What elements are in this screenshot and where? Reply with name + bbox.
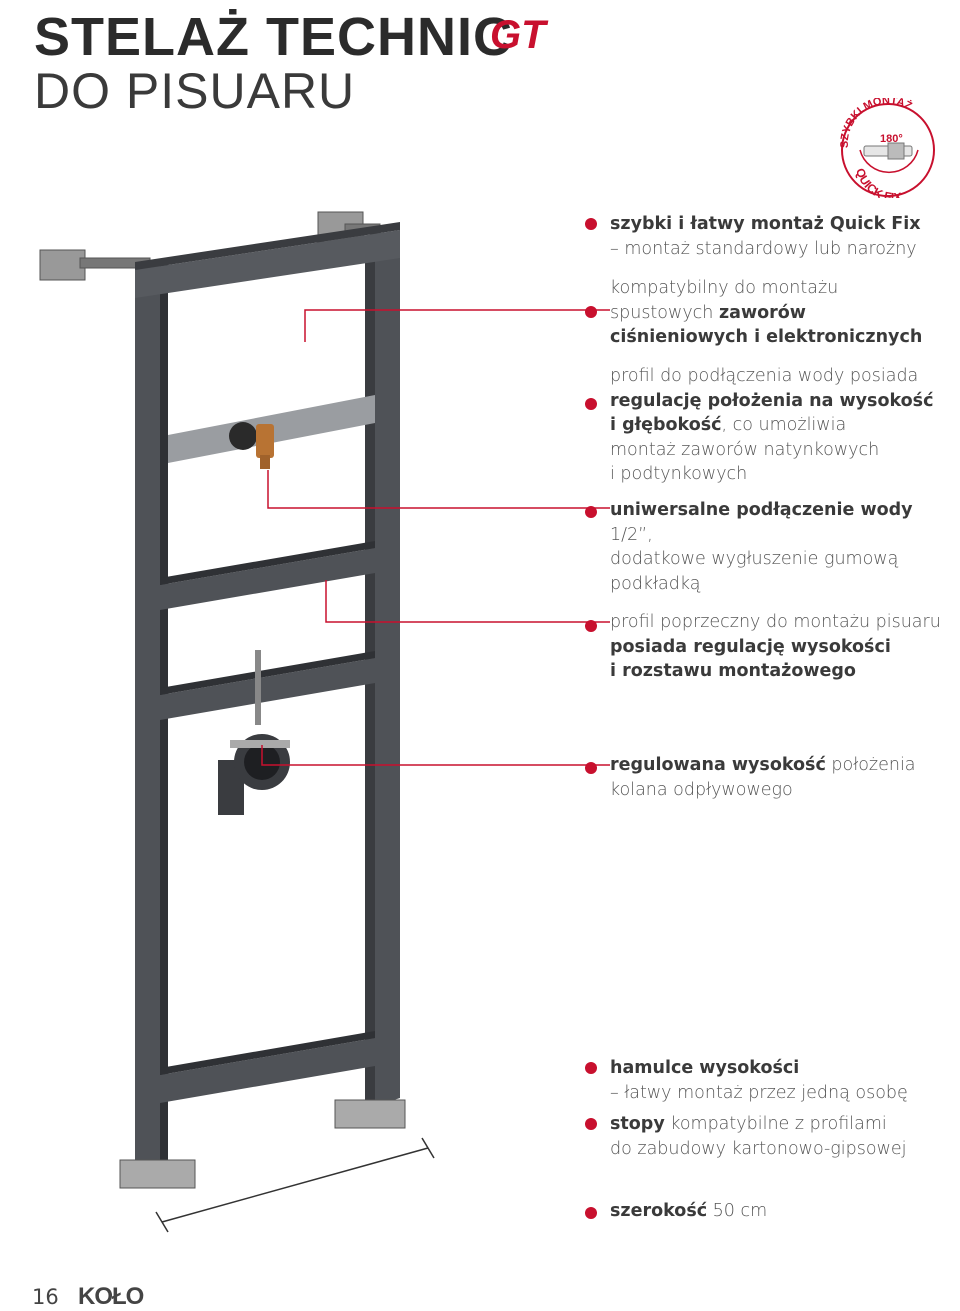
drain-elbow: [218, 734, 290, 815]
feature-regular: – łatwy montaż przez jedną osobę: [610, 1082, 908, 1103]
right-post: [375, 230, 400, 1106]
cross-rail-1: [160, 548, 375, 610]
page-title-line1: STELAŻ TECHNIC: [34, 7, 513, 67]
bullet-dot: [585, 1207, 597, 1219]
gt-logo-text: GT: [490, 14, 549, 54]
feature-regular: profil do podłączenia wody posiada: [610, 366, 919, 386]
feature-regular: 50 cm: [707, 1201, 768, 1221]
bullet-dot: [585, 1118, 597, 1130]
quick-fix-badge: SZYBKI MONTAŻ 180° QUICK FIX: [839, 98, 935, 198]
feature-bold: hamulce wysokości: [610, 1058, 800, 1078]
bullet-dot: [585, 620, 597, 632]
callout-lines: [261, 309, 610, 766]
width-dimension-line: [161, 1147, 429, 1223]
feature-text: profil poprzeczny do montażu pisuaru posi…: [610, 610, 941, 684]
foot-left: [119, 1159, 196, 1189]
wall-bracket-left: [39, 249, 151, 281]
feature-bold: uniwersalne podłączenie wody: [610, 500, 913, 520]
feature-text: profil do podłączenia wody posiada regula…: [610, 364, 933, 487]
bullet-dot: [585, 218, 597, 230]
bullet-dot: [585, 506, 597, 518]
foot-right: [334, 1099, 406, 1129]
svg-text:SZYBKI MONTAŻ: SZYBKI MONTAŻ: [839, 98, 915, 148]
bullet-dot: [585, 306, 597, 318]
frame-diagram: [39, 211, 610, 1233]
feature-regular: – montaż standardowy lub narożny: [610, 238, 917, 259]
urinal-profile: [160, 658, 375, 720]
feature-bold: stopy: [610, 1114, 665, 1134]
feature-bold: szerokość: [610, 1201, 708, 1221]
bullet-dot: [585, 1062, 597, 1074]
feature-regular: profil poprzeczny do montażu pisuaru: [610, 612, 941, 632]
top-rail: [135, 230, 400, 298]
feature-bold: regulowana wysokość: [610, 755, 826, 775]
badge-text-top: SZYBKI MONTAŻ: [839, 98, 915, 148]
bottom-rail: [160, 1038, 375, 1103]
bullet-dot: [585, 762, 597, 774]
brand-logo: KOŁO: [78, 1283, 144, 1310]
badge-angle: 180°: [880, 133, 903, 145]
feature-text: hamulce wysokości – łatwy montaż przez je…: [610, 1056, 908, 1105]
bullet-dot: [585, 398, 597, 410]
feature-text: uniwersalne podłączenie wody 1/2”,dodatk…: [610, 498, 960, 596]
left-post: [135, 262, 160, 1176]
feature-text: szybki i łatwy montaż Quick Fix – montaż …: [610, 212, 921, 261]
page-number: 16: [32, 1285, 59, 1309]
page-title-line2: DO PISUARU: [34, 63, 356, 119]
feature-bold: szybki i łatwy montaż Quick Fix: [610, 214, 921, 234]
feature-text: szerokość 50 cm: [610, 1199, 767, 1224]
gt-logo: GT: [490, 14, 549, 54]
